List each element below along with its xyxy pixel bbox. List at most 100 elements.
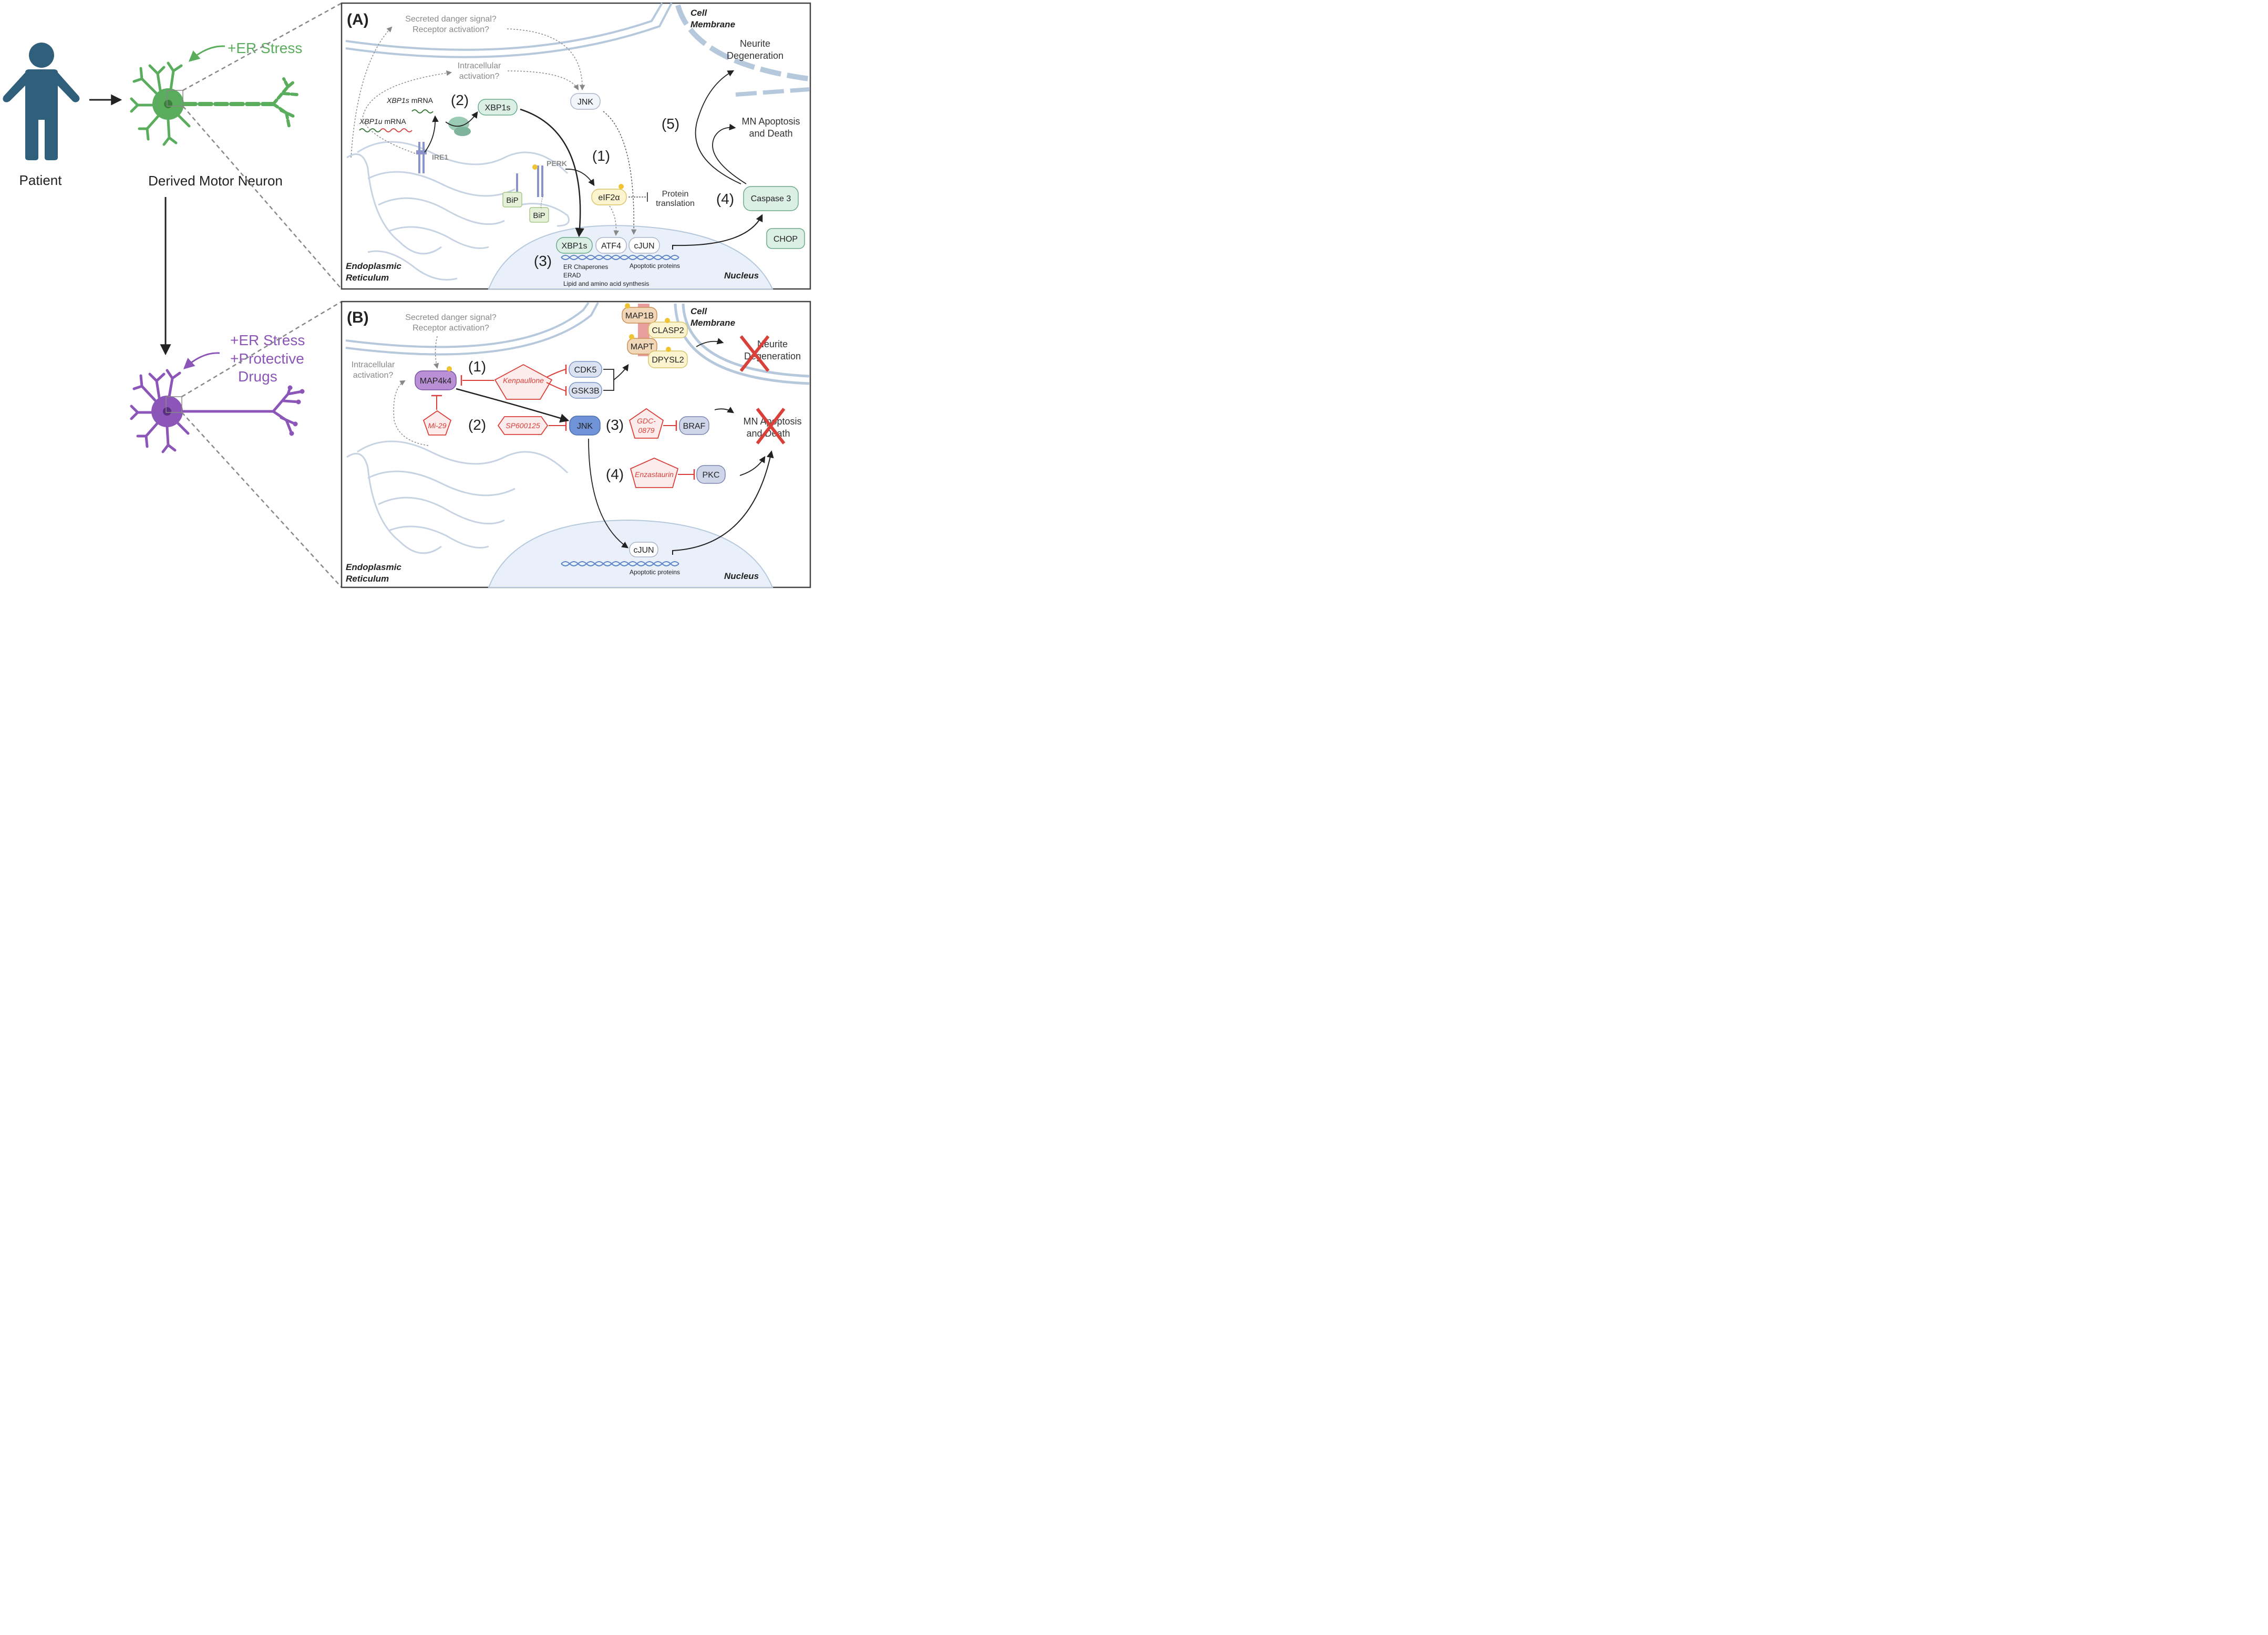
- nucleus-label-a: Nucleus: [724, 271, 759, 281]
- step-b-1: (1): [468, 358, 486, 375]
- bip-box-2: [529, 207, 549, 223]
- step-b-3: (3): [606, 417, 624, 433]
- figure: Patient +ER Stress Derived Motor Neuron …: [0, 0, 823, 593]
- er-label-b-2: Reticulum: [346, 574, 389, 584]
- phospho-b-icons: [625, 303, 671, 352]
- ire1-receptor-icon: [416, 142, 427, 173]
- cell-membrane-a-1: Cell: [690, 8, 707, 18]
- step-a-2: (2): [451, 92, 469, 108]
- step-a-1: (1): [592, 148, 610, 164]
- jnk-box-a: [570, 93, 601, 110]
- er-stress-top-label: +ER Stress: [228, 40, 302, 56]
- atf4-box: [595, 237, 627, 254]
- xbp1u-mrna-strand-green: [359, 128, 381, 132]
- map4k4-box: [415, 370, 457, 390]
- chop-box: [766, 228, 805, 249]
- phospho-perk-icon: [532, 164, 538, 170]
- gsk3b-box: [569, 382, 602, 399]
- er-label-a-1: Endoplasmic: [346, 261, 401, 271]
- braf-box: [679, 416, 709, 435]
- secreted-b-1: Secreted danger signal?: [405, 313, 497, 322]
- xbp1s-nuclear-box: [556, 237, 593, 254]
- intracellular-a-2: activation?: [459, 72, 500, 81]
- panel-a: (A) Cell Membrane Secreted danger signal…: [341, 2, 811, 290]
- drugs-label: Drugs: [238, 368, 277, 385]
- kenpaullone-label: Kenpaullone: [503, 376, 544, 385]
- xbp1u-mrna-label: XBP1u mRNA: [359, 117, 406, 126]
- cell-membrane-b-2: Membrane: [690, 318, 735, 328]
- cdk5-label: CDK5: [574, 366, 597, 375]
- mapt-box: [627, 338, 657, 355]
- gsk3b-label: GSK3B: [571, 387, 599, 396]
- dna-strand-b-2: [561, 561, 679, 566]
- er-stress-bottom-arrow: [183, 352, 220, 369]
- cdk5-box: [569, 361, 602, 378]
- green-motor-neuron-icon: [130, 61, 298, 146]
- map1b-box: [622, 307, 657, 324]
- pkc-box: [696, 465, 726, 484]
- step-a-3: (3): [534, 253, 552, 269]
- xbp1s-box-a: [478, 99, 518, 116]
- mapt-label: MAPT: [631, 343, 654, 351]
- gdc0879-drug-shape: [628, 408, 664, 439]
- caspase-label: Caspase 3: [751, 194, 791, 203]
- map1b-label: MAP1B: [625, 312, 654, 320]
- eif2a-label: eIF2α: [598, 193, 620, 202]
- cjun-label-b: cJUN: [633, 546, 654, 555]
- xbp1s-label-a: XBP1s: [485, 104, 511, 112]
- enzastaurin-label: Enzastaurin: [635, 470, 674, 479]
- sp600125-label: SP600125: [506, 421, 540, 430]
- atf4-label: ATF4: [601, 242, 621, 251]
- protein-label-2: translation: [656, 199, 695, 208]
- perk-label: PERK: [547, 159, 567, 168]
- erad-label: ERAD: [563, 272, 581, 279]
- dpysl2-label: DPYSL2: [652, 356, 684, 365]
- chop-label: CHOP: [774, 235, 798, 244]
- figure-canvas: Patient +ER Stress Derived Motor Neuron …: [3, 2, 811, 588]
- neurite-a-1: Neurite: [740, 38, 770, 49]
- secreted-b-2: Receptor activation?: [413, 324, 489, 333]
- xbp1u-mrna-strand-red: [380, 128, 413, 132]
- phospho-map4k4-icon: [447, 366, 452, 371]
- intracellular-b-2: activation?: [353, 371, 394, 380]
- cell-membrane-b-1: Cell: [690, 306, 707, 316]
- derived-motor-neuron-label: Derived Motor Neuron: [148, 173, 283, 189]
- bip-label-1: BiP: [506, 196, 518, 205]
- ire1-label: IRE1: [432, 153, 448, 161]
- caspase-box: [743, 186, 799, 211]
- gdc0879-label-2: 0879: [638, 426, 654, 434]
- apoptotic-proteins-b: Apoptotic proteins: [630, 568, 680, 576]
- mi29-drug-shape: [422, 410, 452, 436]
- xbp1s-mrna-strand: [411, 109, 434, 113]
- zoom-box-bottom: [166, 396, 182, 413]
- block-x-neurite-icon: [739, 335, 770, 372]
- braf-label: BRAF: [683, 422, 706, 431]
- secreted-a-2: Receptor activation?: [413, 25, 489, 34]
- protein-label-1: Protein: [662, 190, 689, 199]
- cjun-box-b: [629, 542, 658, 557]
- secreted-a-1: Secreted danger signal?: [405, 15, 497, 24]
- zoom-guides: [181, 2, 342, 588]
- clasp2-label: CLASP2: [652, 326, 684, 335]
- panel-a-arrows: [350, 26, 763, 250]
- gdc0879-label-1: GDC-: [637, 417, 656, 425]
- step-b-4: (4): [606, 466, 624, 482]
- er-label-b-1: Endoplasmic: [346, 562, 401, 572]
- nucleus-label-b: Nucleus: [724, 571, 759, 581]
- mn-a-1: MN Apoptosis: [741, 116, 800, 127]
- intracellular-b-1: Intracellular: [352, 360, 395, 369]
- jnk-box-b: [569, 416, 601, 436]
- sp600125-drug-shape: [497, 416, 549, 435]
- step-b-2: (2): [468, 417, 486, 433]
- intracellular-a-1: Intracellular: [458, 61, 501, 70]
- bip-box-1: [502, 192, 522, 208]
- phospho-eif2a-icon: [618, 184, 624, 189]
- mn-a-2: and Death: [749, 128, 792, 139]
- cjun-box-a: [628, 237, 660, 254]
- panel-b-tag: (B): [347, 309, 369, 326]
- pkc-label: PKC: [703, 471, 720, 480]
- block-x-apoptosis-icon: [756, 408, 786, 444]
- apoptotic-proteins-a: Apoptotic proteins: [630, 262, 680, 270]
- panel-b-arrows: [393, 336, 774, 555]
- enzastaurin-drug-shape: [630, 458, 679, 488]
